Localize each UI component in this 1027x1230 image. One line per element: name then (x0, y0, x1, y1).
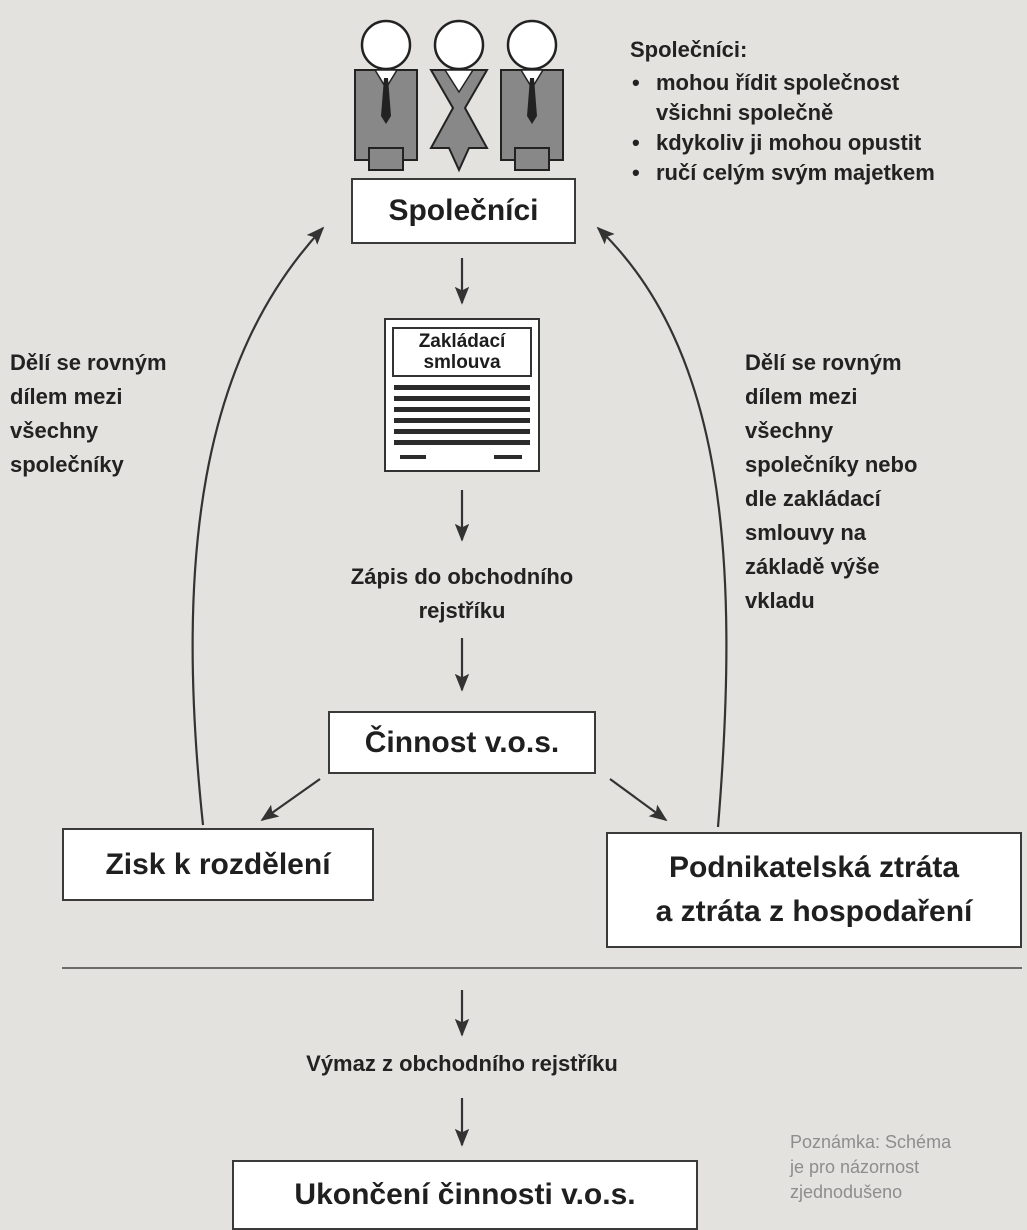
profit-distribution-line: dílem mezi (10, 384, 123, 409)
profit-distribution-label: Dělí se rovným dílem mezi všechny společ… (10, 346, 167, 482)
profit-box-label: Zisk k rozdělení (105, 847, 331, 881)
bullet-icon: • (632, 160, 640, 185)
contract-text-lines (394, 385, 530, 459)
partners-info-title: Společníci: (630, 37, 748, 62)
profit-distribution-line: všechny (10, 418, 99, 443)
partners-illustration (354, 19, 564, 173)
profit-box: Zisk k rozdělení (62, 828, 374, 901)
end-box: Ukončení činnosti v.o.s. (232, 1160, 698, 1230)
bullet-icon: • (632, 70, 640, 95)
loss-distribution-line: základě výše (745, 554, 880, 579)
partners-info-item: • ručí celým svým majetkem (630, 158, 935, 188)
loss-distribution-line: všechny (745, 418, 834, 443)
loss-box-line: a ztráta z hospodaření (655, 895, 973, 928)
contract-document: Zakládací smlouva (384, 318, 540, 472)
registration-label: Zápis do obchodního rejstříku (302, 560, 622, 628)
note-line: je pro názornost (790, 1157, 920, 1177)
partners-box: Společníci (351, 178, 576, 244)
partners-info-line: všichni společně (656, 100, 834, 125)
partners-info-line: mohou řídit společnost (656, 70, 900, 95)
arrow-activity-to-profit (260, 778, 321, 822)
loss-distribution-line: dílem mezi (745, 384, 858, 409)
end-box-label: Ukončení činnosti v.o.s. (294, 1178, 636, 1211)
profit-distribution-line: společníky (10, 452, 124, 477)
arrow-loss-to-partners (596, 226, 728, 828)
activity-box: Činnost v.o.s. (328, 711, 596, 774)
loss-distribution-line: dle zakládací (745, 486, 881, 511)
activity-box-label: Činnost v.o.s. (364, 725, 560, 759)
contract-title-line: Zakládací (418, 331, 506, 352)
loss-distribution-label: Dělí se rovným dílem mezi všechny společ… (745, 346, 917, 618)
contract-title-line: smlouva (423, 352, 501, 373)
note-line: zjednodušeno (790, 1182, 903, 1202)
partner-figure-right (500, 19, 564, 171)
registration-line: rejstříku (418, 598, 506, 623)
loss-box: Podnikatelská ztráta a ztráta z hospodař… (606, 832, 1022, 948)
deletion-label: Výmaz z obchodního rejstříku (222, 1047, 702, 1081)
simplification-note: Poznámka: Schéma je pro názornost zjedno… (790, 1130, 951, 1205)
loss-distribution-line: vkladu (745, 588, 815, 613)
contract-title: Zakládací smlouva (392, 327, 532, 377)
partners-info-line: kdykoliv ji mohou opustit (656, 130, 922, 155)
arrow-profit-to-partners (191, 226, 325, 826)
partners-info: Společníci: • mohou řídit společnost vši… (630, 35, 935, 188)
loss-box-line: Podnikatelská ztráta (668, 851, 960, 884)
note-line: Poznámka: Schéma (790, 1132, 952, 1152)
loss-distribution-line: Dělí se rovným (745, 350, 902, 375)
partners-box-label: Společníci (388, 194, 539, 227)
profit-distribution-line: Dělí se rovným (10, 350, 167, 375)
registration-line: Zápis do obchodního (350, 564, 574, 589)
partner-figure-left (354, 19, 418, 171)
deletion-line: Výmaz z obchodního rejstříku (306, 1051, 618, 1076)
partner-figure-middle (429, 19, 489, 173)
bullet-icon: • (632, 130, 640, 155)
loss-distribution-line: společníky nebo (745, 452, 918, 477)
partners-info-item: • kdykoliv ji mohou opustit (630, 128, 935, 158)
partners-info-item: • mohou řídit společnost všichni společn… (630, 68, 935, 128)
loss-distribution-line: smlouvy na (745, 520, 867, 545)
partners-info-line: ručí celým svým majetkem (656, 160, 935, 185)
arrow-activity-to-loss (609, 778, 668, 822)
